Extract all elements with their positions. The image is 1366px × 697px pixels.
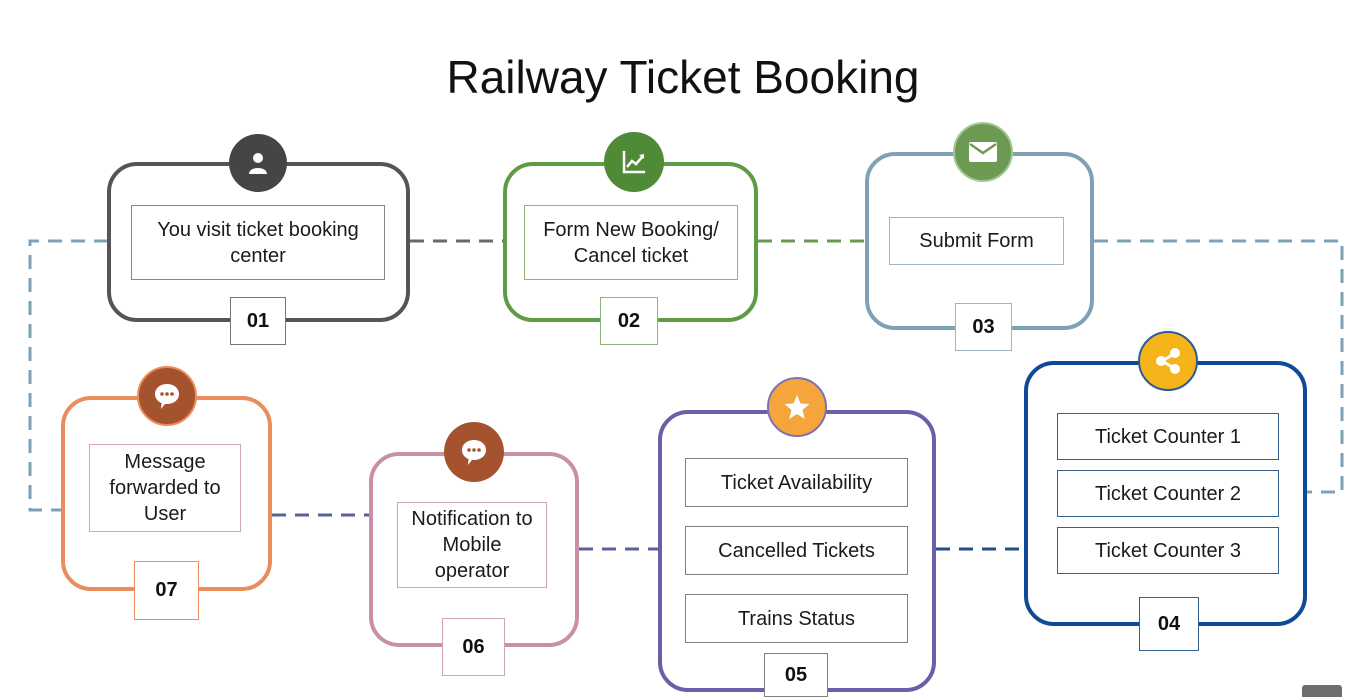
step-02-icon-circle [604, 132, 664, 192]
share-icon [1156, 348, 1180, 374]
step-04-text-2: Ticket Counter 2 [1057, 470, 1279, 517]
step-04-number: 04 [1139, 597, 1199, 651]
step-03-text: Submit Form [889, 217, 1064, 265]
step-05-icon-circle [767, 377, 827, 437]
diagram-title: Railway Ticket Booking [446, 51, 920, 103]
step-06-number: 06 [442, 618, 505, 676]
step-01-number: 01 [230, 297, 286, 345]
connector-01-07 [28, 239, 108, 512]
step-01-icon-circle [229, 134, 287, 192]
step-07-number: 07 [134, 561, 199, 620]
step-06-text: Notification to Mobile operator [397, 502, 547, 588]
step-06-icon-circle [444, 422, 504, 482]
step-04-text-3: Ticket Counter 3 [1057, 527, 1279, 574]
step-07-icon-circle [137, 366, 197, 426]
step-02-text: Form New Booking/ Cancel ticket [524, 205, 738, 280]
chat-icon [462, 440, 486, 465]
step-04-icon-circle [1138, 331, 1198, 391]
step-07-text: Message forwarded to User [89, 444, 241, 532]
step-01-text: You visit ticket booking center [131, 205, 385, 280]
chart-icon [622, 151, 645, 174]
mail-icon [969, 142, 997, 162]
step-05-text-3: Trains Status [685, 594, 908, 643]
step-02-number: 02 [600, 297, 658, 345]
chat-icon [155, 384, 179, 409]
step-05-number: 05 [764, 653, 828, 697]
step-03-icon-circle [953, 122, 1013, 182]
step-05-text-2: Cancelled Tickets [685, 526, 908, 575]
user-icon [249, 153, 267, 174]
step-05-text-1: Ticket Availability [685, 458, 908, 507]
step-04-text-1: Ticket Counter 1 [1057, 413, 1279, 460]
star-icon [784, 395, 810, 419]
connector-03-04 [1094, 239, 1344, 494]
step-03-number: 03 [955, 303, 1012, 351]
corner-overlay-tab [1302, 685, 1342, 697]
